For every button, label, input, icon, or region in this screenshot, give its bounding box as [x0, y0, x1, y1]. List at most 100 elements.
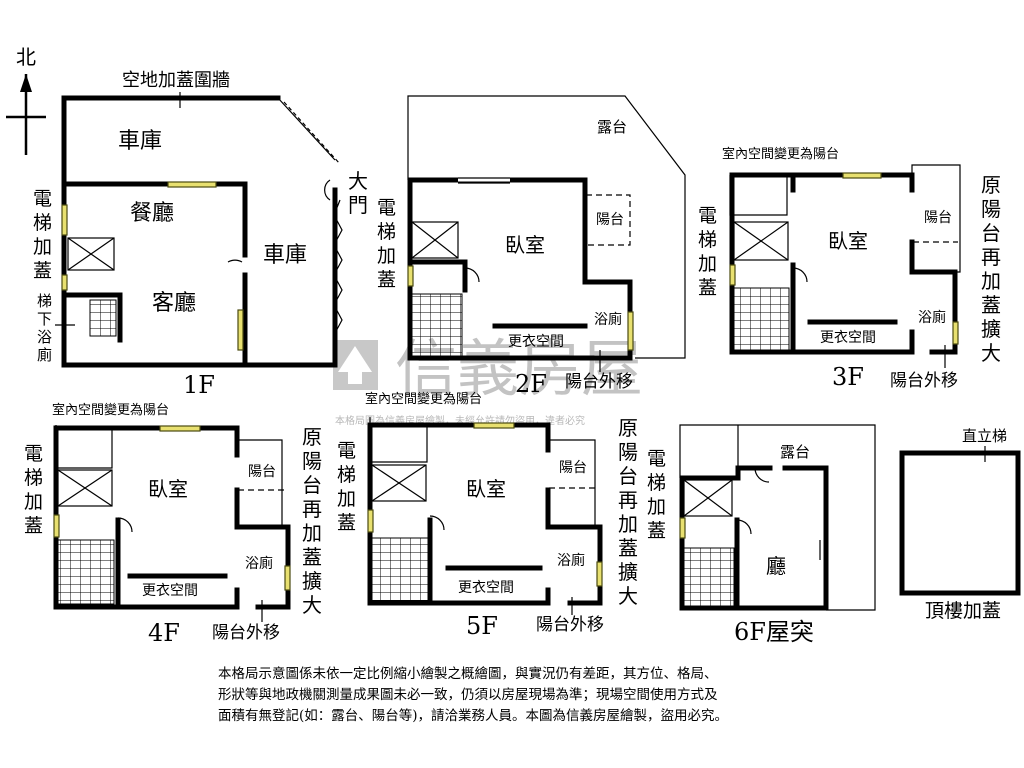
annotation-balcony-extended-4f-char: 大	[302, 593, 322, 617]
annotation-yard: 空地加蓋圍牆	[122, 70, 230, 91]
annotation-elevator-5f-char: 蓋	[337, 512, 356, 534]
floor-1f: 車庫 餐廳 客廳 車庫 空地加蓋圍牆 大 門 電梯加蓋 梯下浴廁 1F	[33, 70, 374, 399]
floor-caption-roof: 頂樓加蓋	[925, 600, 1001, 622]
room-closet-4f: 更衣空間	[142, 583, 198, 599]
annotation-balcony-extended-5f-char: 大	[618, 584, 638, 608]
annotation-balcony-extended-4f-char: 蓋	[302, 545, 322, 569]
annotation-balcony-extended-4f-char: 台	[302, 473, 322, 497]
annotation-balcony-extended-3f-char: 大	[981, 341, 1001, 365]
room-closet-3f: 更衣空間	[820, 330, 876, 346]
annotation-ladder: 直立梯	[962, 427, 1007, 445]
annotation-elevator-6f-char: 梯	[647, 472, 666, 494]
room-bedroom-3f: 臥室	[828, 229, 868, 253]
annotation-elevator-5f-char: 電	[337, 440, 356, 462]
disclaimer-line-2: 形狀等與地政機關測量成果圖未必一致，仍須以房屋現場為準；現場空間使用方式及	[218, 687, 718, 703]
annotation-balcony-extended-3f-char: 加	[981, 269, 1001, 293]
annotation-balcony-extended-5f: 原陽台再加蓋擴大	[618, 416, 638, 608]
annotation-balcony-extended-3f-char: 原	[981, 173, 1001, 197]
annotation-balcony-extended-5f-char: 加	[618, 512, 638, 536]
annotation-balcony-extended-3f-char: 再	[981, 245, 1001, 269]
annotation-balcony-extended-4f-char: 原	[302, 425, 322, 449]
annotation-balcony-moved-4f: 陽台外移	[212, 623, 280, 643]
room-hall-6f: 廳	[766, 554, 786, 578]
annotation-balcony-moved-5f: 陽台外移	[536, 615, 604, 635]
annotation-balcony-extended-3f: 原陽台再加蓋擴大	[981, 173, 1001, 365]
annotation-elevator-2f-char: 電	[377, 197, 396, 219]
room-bath-4f: 浴廁	[245, 555, 273, 572]
room-terrace-2f: 露台	[597, 118, 627, 136]
disclaimer-line-1: 本格局示意圖係未依一定比例縮小繪製之概繪圖，與實況仍有差距，其方位、格局、	[218, 666, 718, 682]
floor-3f: 室內空間變更為陽台 臥室 陽台 浴廁 更衣空間 電梯加蓋 原陽台再加蓋擴大 陽台…	[698, 146, 1001, 391]
floor-caption-2f: 2F	[515, 370, 547, 398]
annotation-elevator-2f: 電梯加蓋	[377, 197, 396, 291]
annotation-elevator-1f: 電梯加蓋	[33, 188, 52, 282]
annotation-balcony-extended-5f-char: 原	[618, 416, 638, 440]
annotation-elevator-5f: 電梯加蓋	[337, 440, 356, 534]
annotation-balcony-extended-4f: 原陽台再加蓋擴大	[302, 425, 322, 617]
annotation-balcony-extended-3f-char: 蓋	[981, 293, 1001, 317]
annotation-elevator-4f-char: 梯	[24, 467, 43, 489]
annotation-elevator-6f: 電梯加蓋	[647, 448, 666, 542]
annotation-elevator-6f-char: 電	[647, 448, 666, 470]
annotation-elevator-6f-char: 加	[647, 496, 666, 518]
annotation-elevator-1f-char: 加	[33, 236, 52, 258]
north-label: 北	[16, 45, 36, 69]
annotation-balcony-moved-3f: 陽台外移	[890, 371, 958, 391]
annotation-balcony-extended-3f-char: 陽	[981, 197, 1001, 221]
room-garage-top: 車庫	[118, 129, 162, 154]
floor-caption-5f: 5F	[466, 612, 498, 640]
room-balcony-5f: 陽台	[559, 460, 587, 476]
annotation-bath-under-stairs-char: 廁	[37, 346, 52, 364]
annotation-elevator-3f-char: 加	[698, 253, 717, 275]
annotation-elevator-1f-char: 梯	[33, 212, 52, 234]
room-living: 客廳	[152, 291, 196, 316]
disclaimer-line-3: 面積有無登記(如：露台、陽台等)，請洽業務人員。本圖為信義房屋繪製，盜用必究。	[218, 708, 729, 724]
disclaimer-note: 本格局示意圖係未依一定比例縮小繪製之概繪圖，與實況仍有差距，其方位、格局、 形狀…	[218, 664, 868, 727]
annotation-balcony-extended-5f-char: 再	[618, 488, 638, 512]
annotation-balcony-extended-5f-char: 台	[618, 464, 638, 488]
floor-4f: 室內空間變更為陽台 臥室 陽台 浴廁 更衣空間 電梯加蓋 原陽台再加蓋擴大 陽台…	[24, 402, 322, 647]
annotation-bath-under-stairs-char: 浴	[37, 328, 52, 346]
annotation-balcony-extended-4f-char: 加	[302, 521, 322, 545]
annotation-gate-1: 大	[348, 169, 368, 193]
room-bath-3f: 浴廁	[918, 309, 946, 326]
annotation-elevator-5f-char: 加	[337, 488, 356, 510]
annotation-elevator-4f: 電梯加蓋	[24, 443, 43, 537]
floor-roof: 直立梯 頂樓加蓋	[899, 427, 1021, 622]
north-compass: 北	[6, 45, 46, 155]
annotation-indoor-to-balcony-3f: 室內空間變更為陽台	[722, 146, 839, 162]
annotation-elevator-3f: 電梯加蓋	[698, 205, 717, 299]
annotation-elevator-1f-char: 蓋	[33, 260, 52, 282]
room-balcony-4f: 陽台	[248, 464, 276, 480]
annotation-gate: 大 門	[348, 169, 374, 217]
annotation-indoor-to-balcony-5f: 室內空間變更為陽台	[365, 391, 482, 407]
room-balcony-2f: 陽台	[596, 212, 624, 228]
room-bedroom-2f: 臥室	[505, 233, 545, 257]
floor-caption-1f: 1F	[183, 371, 215, 399]
annotation-elevator-3f-char: 電	[698, 205, 717, 227]
annotation-indoor-to-balcony-4f: 室內空間變更為陽台	[52, 402, 169, 418]
annotation-elevator-3f-char: 蓋	[698, 277, 717, 299]
annotation-gate-2: 門	[348, 193, 368, 217]
room-dining: 餐廳	[130, 201, 174, 226]
floor-caption-4f: 4F	[148, 619, 180, 647]
annotation-elevator-2f-char: 加	[377, 245, 396, 267]
annotation-balcony-moved-2f: 陽台外移	[565, 372, 633, 392]
annotation-balcony-extended-3f-char: 台	[981, 221, 1001, 245]
floor-caption-3f: 3F	[832, 363, 864, 391]
annotation-elevator-4f-char: 加	[24, 491, 43, 513]
annotation-balcony-extended-5f-char: 陽	[618, 440, 638, 464]
annotation-elevator-1f-char: 電	[33, 188, 52, 210]
annotation-balcony-extended-5f-char: 擴	[618, 560, 638, 584]
floor-6f: 露台 廳 電梯加蓋 6F屋突	[647, 424, 876, 646]
annotation-elevator-2f-char: 梯	[377, 221, 396, 243]
annotation-balcony-extended-4f-char: 再	[302, 497, 322, 521]
room-bedroom-5f: 臥室	[466, 477, 506, 501]
room-closet-5f: 更衣空間	[458, 580, 514, 596]
annotation-elevator-4f-char: 電	[24, 443, 43, 465]
annotation-balcony-extended-4f-char: 陽	[302, 449, 322, 473]
annotation-balcony-extended-3f-char: 擴	[981, 317, 1001, 341]
room-bath-2f: 浴廁	[594, 311, 622, 328]
annotation-elevator-3f-char: 梯	[698, 229, 717, 251]
